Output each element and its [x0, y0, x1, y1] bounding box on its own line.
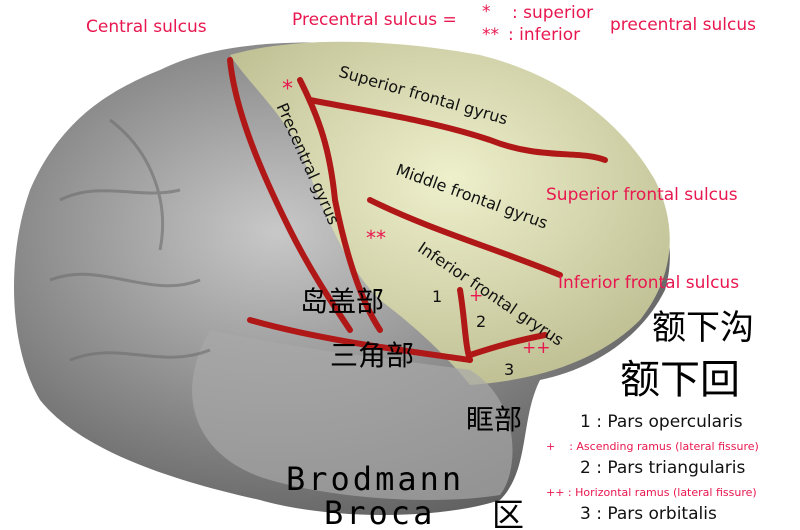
cjk-inferior-frontal-sulcus: 额下沟: [652, 308, 754, 348]
legend-item: 3 : Pars orbitalis: [580, 504, 717, 524]
cjk-pars-orbitalis: 眶部: [466, 403, 523, 436]
cjk-pars-opercularis: 岛盖部: [300, 285, 385, 318]
inferior-desc: : inferior: [508, 25, 581, 45]
cjk-area-label: 区: [492, 496, 525, 530]
inferior-frontal-sulcus-label: Inferior frontal sulcus: [558, 273, 740, 293]
broca-label: Broca: [324, 494, 436, 530]
cjk-inferior-frontal-gyrus: 额下回: [620, 357, 740, 403]
precentral-sulcus-suffix: precentral sulcus: [610, 15, 756, 35]
legend-item: 2 : Pars triangularis: [580, 458, 746, 478]
central-sulcus-label: Central sulcus: [86, 17, 207, 37]
marker-ascending-ramus: +: [469, 286, 484, 306]
star-inferior: **: [482, 25, 499, 45]
frontal-lobe: [230, 41, 670, 385]
superior-frontal-sulcus-label: Superior frontal sulcus: [546, 185, 738, 205]
star-superior: *: [482, 2, 491, 22]
cjk-pars-triangularis: 三角部: [330, 339, 415, 372]
legend-item: 1 : Pars opercularis: [580, 412, 743, 432]
precentral-sulcus-label: Precentral sulcus =: [292, 10, 457, 30]
legend-item: + : Ascending ramus (lateral fissure): [546, 440, 759, 453]
superior-desc: : superior: [512, 3, 594, 23]
marker-horizontal-ramus: ++: [522, 338, 551, 358]
sulci: [227, 57, 608, 363]
marker-superior-precentral: *: [282, 77, 293, 102]
region-3: 3: [504, 360, 515, 379]
legend-item: ++ : Horizontal ramus (lateral fissure): [546, 486, 757, 499]
marker-inferior-precentral: **: [366, 226, 386, 250]
temporal-lobe: [192, 330, 513, 500]
region-1: 1: [432, 287, 443, 306]
region-2: 2: [476, 312, 487, 331]
brodmann-label: Brodmann: [286, 460, 465, 498]
